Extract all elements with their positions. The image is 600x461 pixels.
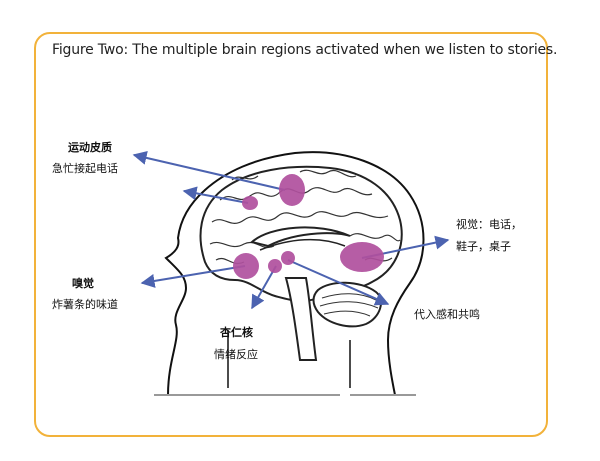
arrow-motor-2	[182, 186, 249, 204]
arrow-amygdala	[251, 265, 277, 310]
label-amygdala-title: 杏仁核	[220, 326, 253, 339]
region-motor-small	[242, 196, 258, 210]
corpus-callosum	[249, 226, 351, 248]
label-visual-line1: 视觉：电话，	[456, 218, 522, 231]
region-amygdala	[268, 259, 282, 273]
region-visual	[340, 242, 384, 272]
figure-caption: Figure Two: The multiple brain regions a…	[52, 42, 558, 58]
label-visual-line2: 鞋子，桌子	[456, 240, 511, 253]
region-motor-cortex	[279, 174, 305, 206]
activated-regions	[233, 174, 384, 279]
label-empathy: 代入感和共鸣	[414, 308, 480, 321]
region-empathy	[281, 251, 295, 265]
label-motor-desc: 急忙接起电话	[52, 162, 118, 175]
arrow-smell	[140, 265, 246, 288]
figure-frame	[34, 32, 548, 437]
label-smell-title: 嗅觉	[72, 277, 94, 290]
label-smell-desc: 炸薯条的味道	[52, 298, 118, 311]
label-motor-title: 运动皮质	[68, 141, 112, 154]
label-amygdala-desc: 情绪反应	[214, 348, 258, 361]
brainstem	[284, 277, 318, 361]
arrow-empathy	[287, 259, 390, 306]
arrow-motor	[132, 151, 286, 191]
region-smell	[233, 253, 259, 279]
